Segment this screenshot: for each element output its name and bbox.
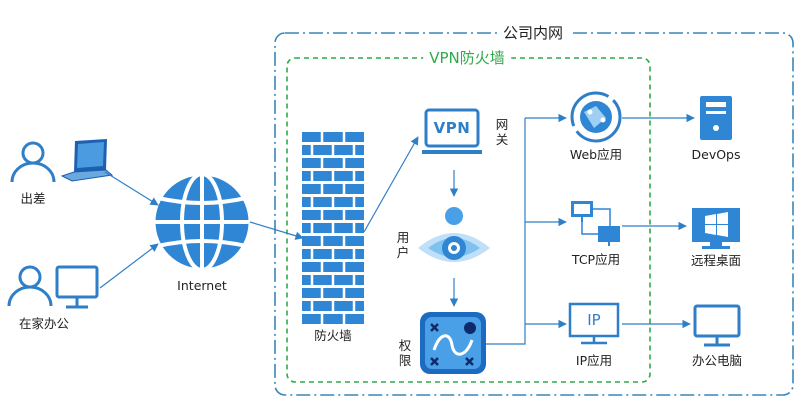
company-network-title: 公司内网 (496, 26, 570, 41)
monitor-icon (55, 265, 99, 309)
gateway-label: 网关 (495, 117, 509, 147)
firewall-to-vpn-arrow (363, 136, 419, 233)
devops-label: DevOps (691, 147, 741, 162)
vpn-gateway-icon (422, 108, 482, 154)
permission-board-icon (420, 312, 486, 374)
remote-desktop-icon (692, 208, 740, 249)
tcp-app-label: TCP应用 (571, 252, 621, 267)
laptop-icon (60, 139, 114, 182)
tcp-app-icon (571, 201, 620, 246)
home-office-user-label: 在家办公 (18, 316, 70, 331)
firewall-brick-joints (310, 132, 356, 324)
ip-app-icon (568, 302, 620, 345)
globe-icon (152, 172, 252, 272)
user-label: 用户 (396, 230, 410, 260)
permission-bus-line (486, 118, 526, 345)
internet-to-firewall-arrow (249, 221, 304, 240)
person-icon (10, 141, 56, 183)
travel-to-internet-arrow (104, 171, 159, 206)
person-icon (7, 265, 53, 307)
firewall-label: 防火墙 (314, 328, 352, 343)
web-app-label: Web应用 (569, 147, 623, 162)
travel-user-label: 出差 (20, 191, 46, 206)
home-to-internet-arrow (99, 243, 159, 289)
remote-desktop-label: 远程桌面 (690, 253, 742, 268)
ip-box-text: IP (587, 311, 601, 329)
server-icon (700, 96, 732, 140)
internet-label: Internet (177, 278, 227, 293)
vpn-firewall-title: VPN防火墙 (423, 51, 511, 66)
vpn-box-text: VPN (433, 119, 471, 137)
ip-app-label: IP应用 (575, 353, 613, 368)
user-identity-icon (418, 207, 490, 262)
web-app-icon (570, 91, 622, 143)
office-pc-label: 办公电脑 (691, 353, 743, 368)
office-pc-icon (693, 304, 741, 347)
permission-label: 权限 (398, 338, 412, 368)
connector-lines (99, 113, 695, 345)
